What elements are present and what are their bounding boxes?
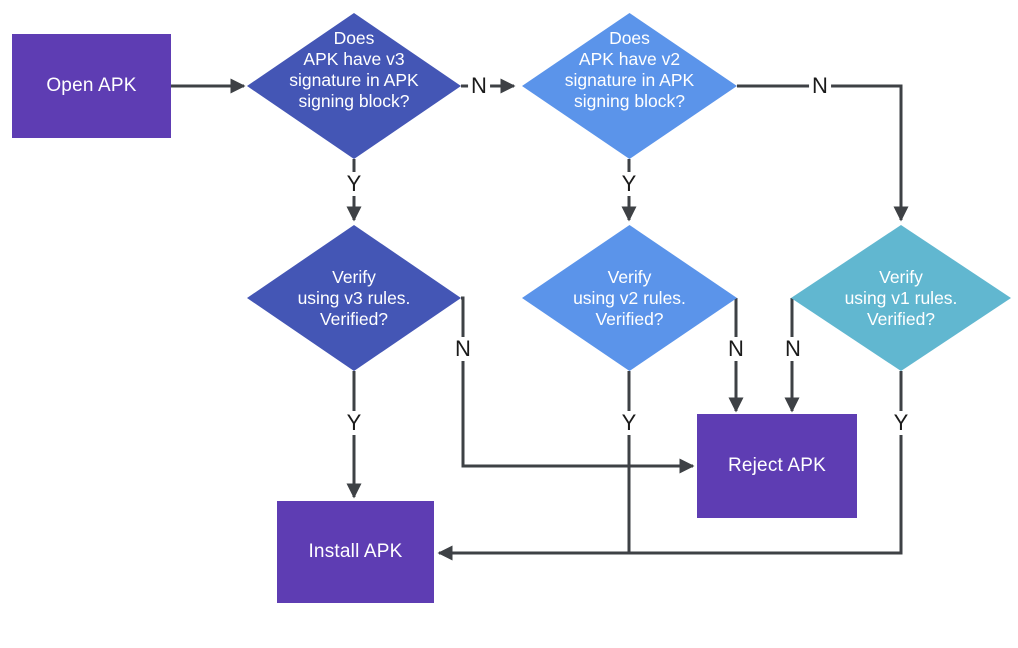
edge-label-qv3-no: N xyxy=(468,74,490,98)
edge-label-qv2-no: N xyxy=(809,74,831,98)
text-line: Verified? xyxy=(866,308,936,329)
text-line: using v2 rules. xyxy=(573,287,686,308)
node-open-apk-label: Open APK xyxy=(46,75,137,96)
text-line: signing block? xyxy=(298,91,410,111)
text-line: Does xyxy=(609,28,650,48)
edge-label-qv3-yes: Y xyxy=(343,172,365,196)
node-question-v2-text: Does APK have v2 signature in APK signin… xyxy=(522,28,737,112)
edge-label-vv2-yes: Y xyxy=(618,411,640,435)
node-question-v3-text: Does APK have v3 signature in APK signin… xyxy=(247,28,461,112)
edge-qv2-no xyxy=(737,84,909,222)
text-line: signature in APK xyxy=(289,70,419,90)
edge-label-vv3-no: N xyxy=(452,337,474,361)
text-line: using v1 rules. xyxy=(844,287,958,308)
edge-vv3-no xyxy=(461,296,695,474)
edge-label-vv3-yes: Y xyxy=(343,411,365,435)
edge-label-qv2-yes: Y xyxy=(618,172,640,196)
text-line: Verify xyxy=(879,266,923,287)
text-line: Does xyxy=(333,28,375,48)
edge-label-vv1-no: N xyxy=(782,337,804,361)
node-reject-apk: Reject APK xyxy=(697,414,857,518)
text-line: Verified? xyxy=(319,308,389,329)
node-verify-v2-text: Verify using v2 rules. Verified? xyxy=(522,267,737,330)
text-line: Verify xyxy=(607,266,652,287)
text-line: Verified? xyxy=(595,308,664,329)
node-verify-v1-text: Verify using v1 rules. Verified? xyxy=(791,267,1011,330)
node-open-apk: Open APK xyxy=(12,34,171,138)
text-line: Verify xyxy=(332,266,376,287)
edge-label-vv2-no: N xyxy=(725,337,747,361)
node-verify-v3-text: Verify using v3 rules. Verified? xyxy=(247,267,461,330)
node-install-apk-label: Install APK xyxy=(308,541,403,562)
node-install-apk: Install APK xyxy=(277,501,434,603)
edge-label-vv1-yes: Y xyxy=(890,411,912,435)
node-reject-apk-label: Reject APK xyxy=(727,455,827,476)
text-line: signature in APK xyxy=(564,70,695,90)
text-line: APK have v3 xyxy=(303,49,405,69)
text-line: signing block? xyxy=(574,91,685,111)
text-line: APK have v2 xyxy=(578,49,681,69)
text-line: using v3 rules. xyxy=(297,287,411,308)
